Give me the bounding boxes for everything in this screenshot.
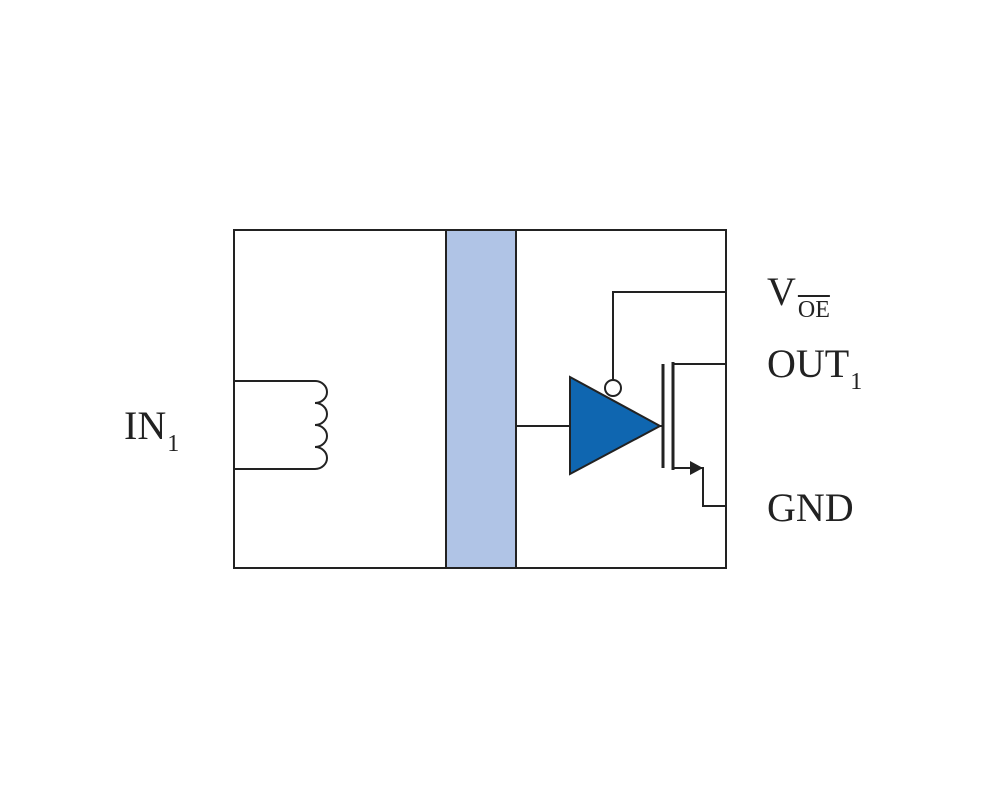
input-coil xyxy=(234,380,328,470)
output-label-main: OUT xyxy=(767,341,850,386)
buffer-triangle xyxy=(569,375,663,476)
source-arrow xyxy=(690,461,703,475)
output-enable-wire xyxy=(612,291,726,380)
ground-label-main: GND xyxy=(767,485,854,530)
voe-label-main: V xyxy=(767,269,796,314)
input-label-main: IN xyxy=(124,403,167,448)
package-outline xyxy=(233,229,727,569)
input-label: IN1 xyxy=(124,403,179,457)
ground-label: GND xyxy=(767,488,854,528)
source-wire xyxy=(673,467,726,507)
enable-inversion-bubble xyxy=(604,379,622,397)
input-label-sub: 1 xyxy=(167,431,180,457)
voe-label-sub: OE xyxy=(797,297,830,323)
isolation-barrier xyxy=(446,230,516,568)
output-label: OUT1 xyxy=(767,341,862,395)
voe-label: VOE xyxy=(767,269,830,323)
output-label-sub: 1 xyxy=(850,369,863,395)
